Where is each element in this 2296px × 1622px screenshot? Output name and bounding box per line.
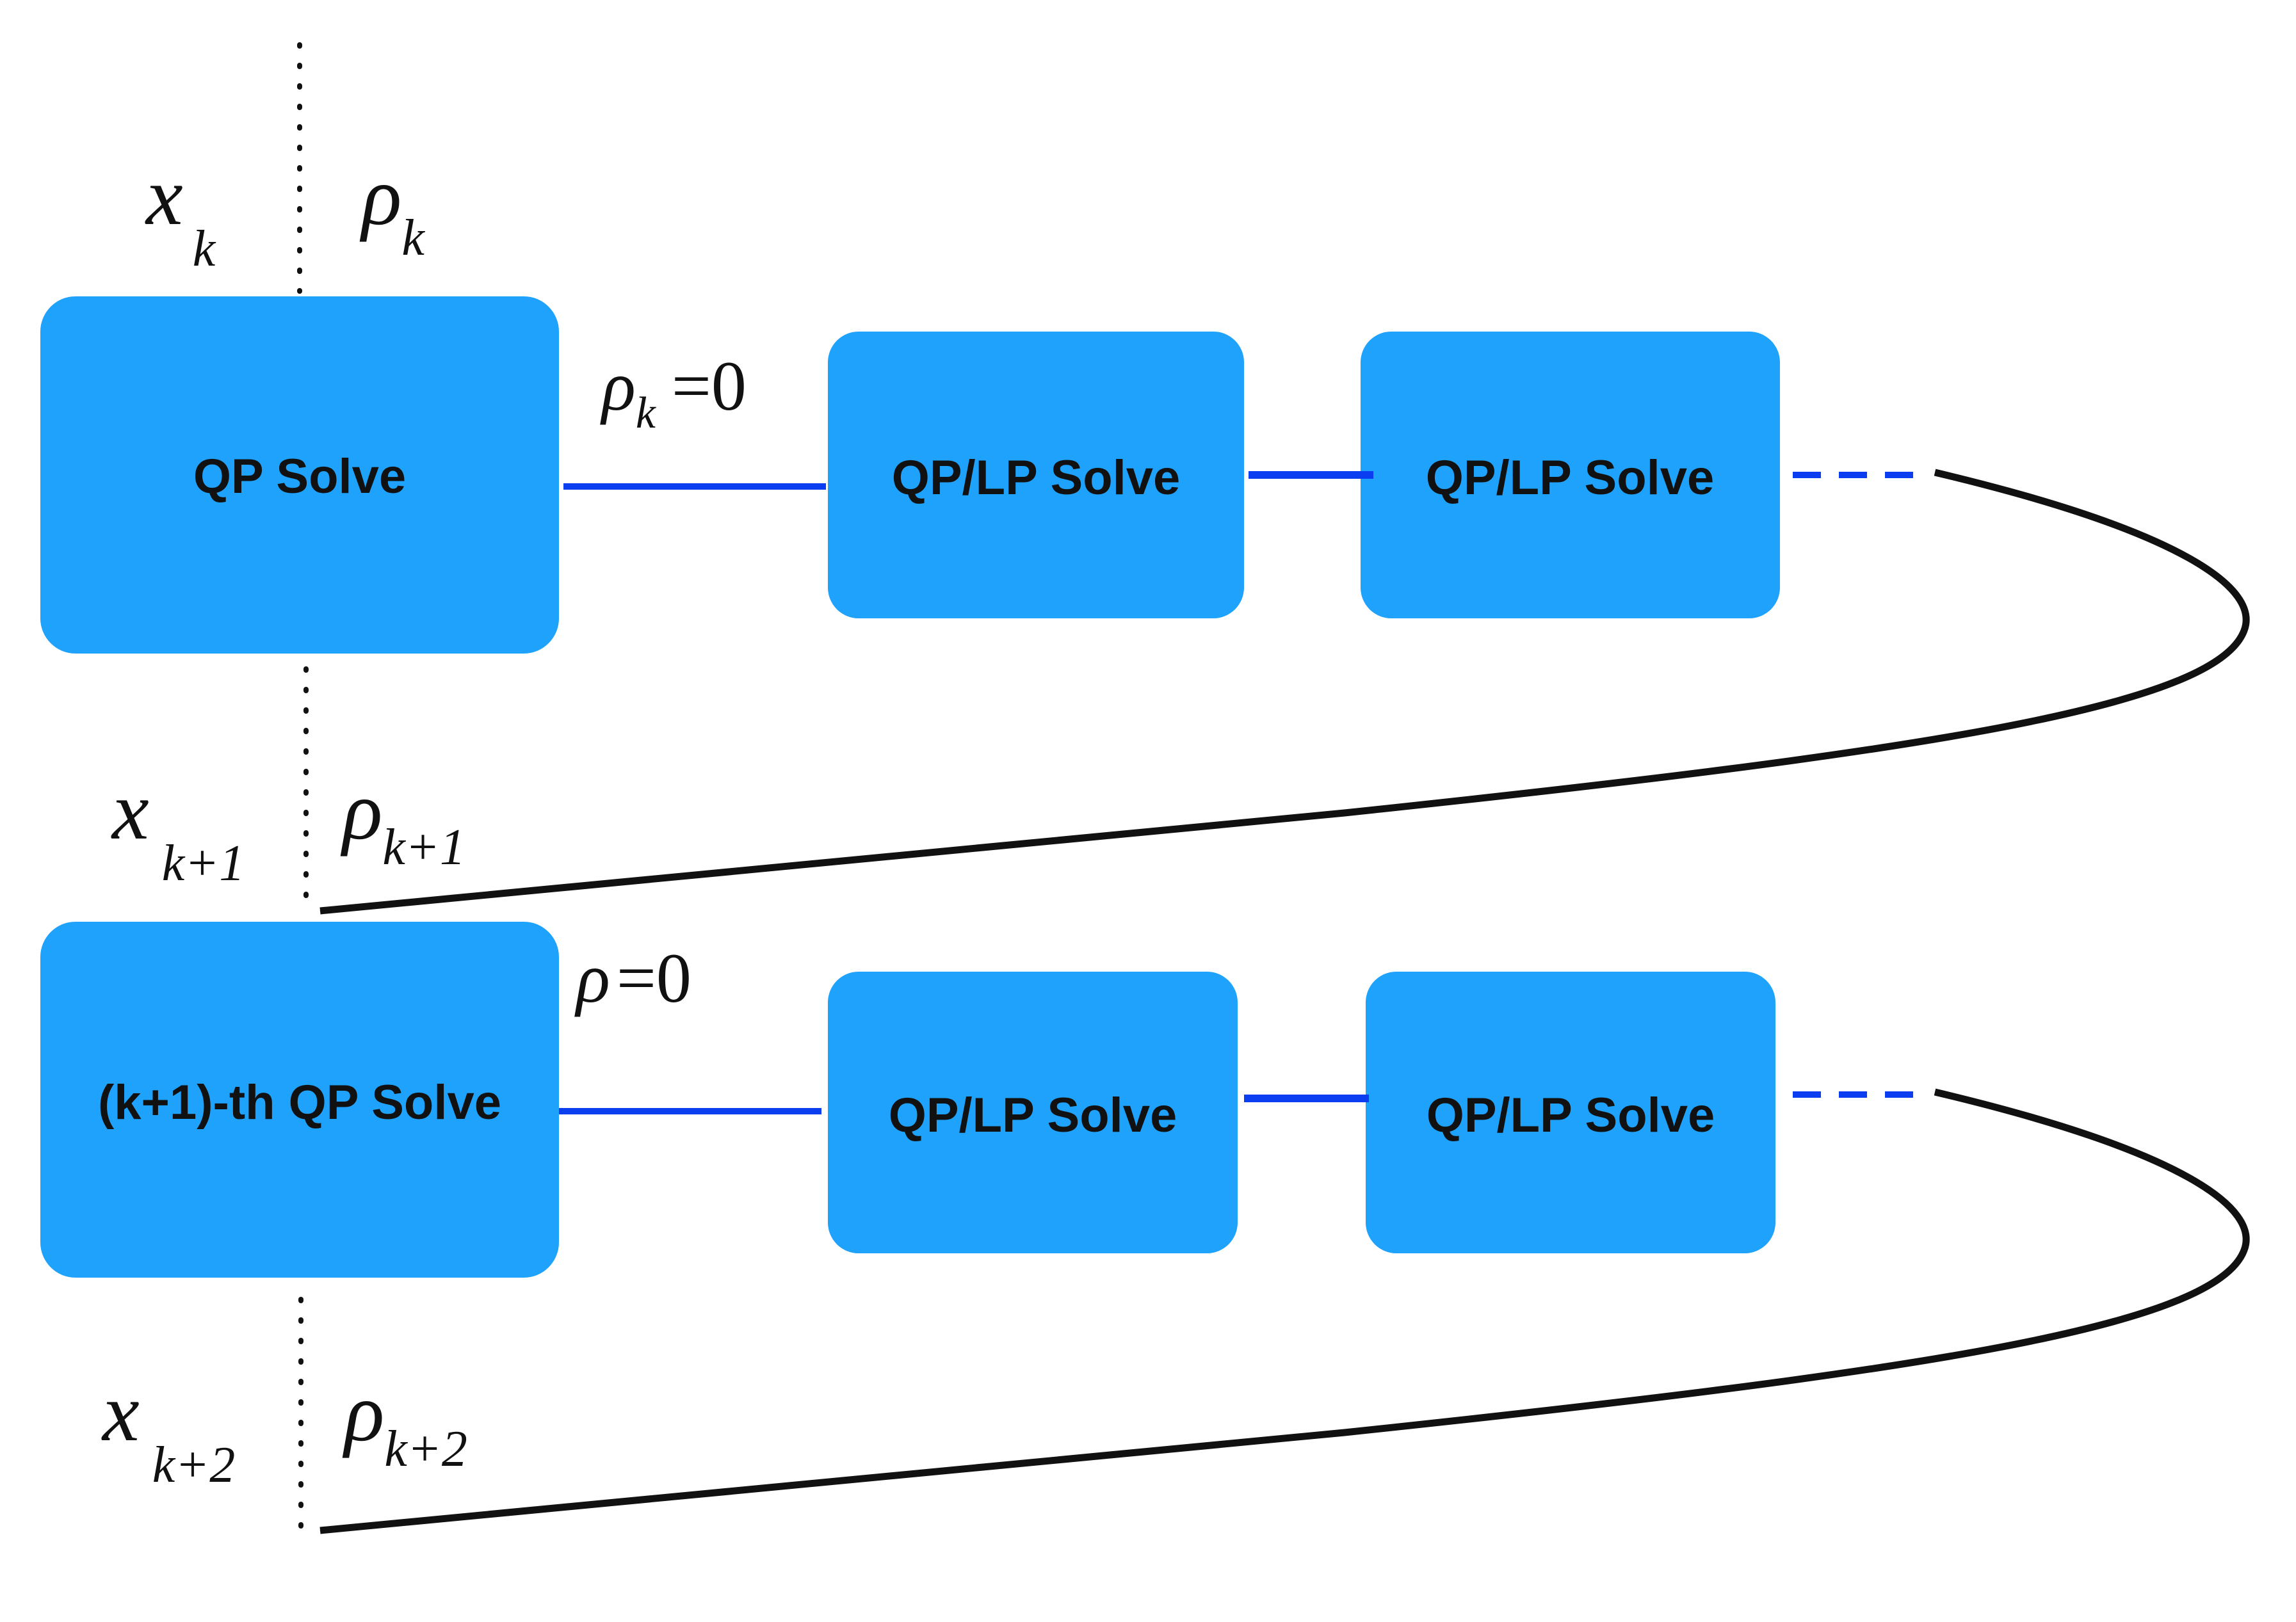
arrow-label-rho-zero: ρ=0 [574,939,691,1017]
box-qp-lp-solve-1-label: QP/LP Solve [892,451,1181,505]
box-qp-lp-solve-3: QP/LP Solve [828,972,1238,1253]
box-qp-lp-solve-4-label: QP/LP Solve [1427,1088,1715,1143]
box-qp-lp-solve-2-label: QP/LP Solve [1426,451,1715,505]
label-x-k-plus-2: xk+2 [101,1367,235,1493]
box-k-plus-1-qp-solve-label: (k+1)-th QP Solve [98,1075,501,1130]
label-rho-k-plus-2: ρk+2 [342,1367,467,1477]
box-qp-lp-solve-2: QP/LP Solve [1361,332,1780,618]
label-x-k: xk [145,150,216,277]
box-qp-lp-solve-4: QP/LP Solve [1366,972,1775,1253]
box-qp-solve-label: QP Solve [193,449,406,504]
feedback-arrow-row1 [319,469,2250,915]
label-rho-k: ρk [359,150,425,266]
label-rho-k-plus-1: ρk+1 [340,765,465,876]
box-k-plus-1-qp-solve: (k+1)-th QP Solve [40,922,559,1278]
feedback-arrow-row2 [319,1088,2250,1534]
label-x-k-plus-1: xk+1 [111,765,245,892]
box-qp-lp-solve-3-label: QP/LP Solve [889,1088,1177,1143]
box-qp-solve: QP Solve [40,296,559,654]
arrow-label-rho-k-zero: ρk=0 [600,347,747,438]
box-qp-lp-solve-1: QP/LP Solve [828,332,1244,618]
